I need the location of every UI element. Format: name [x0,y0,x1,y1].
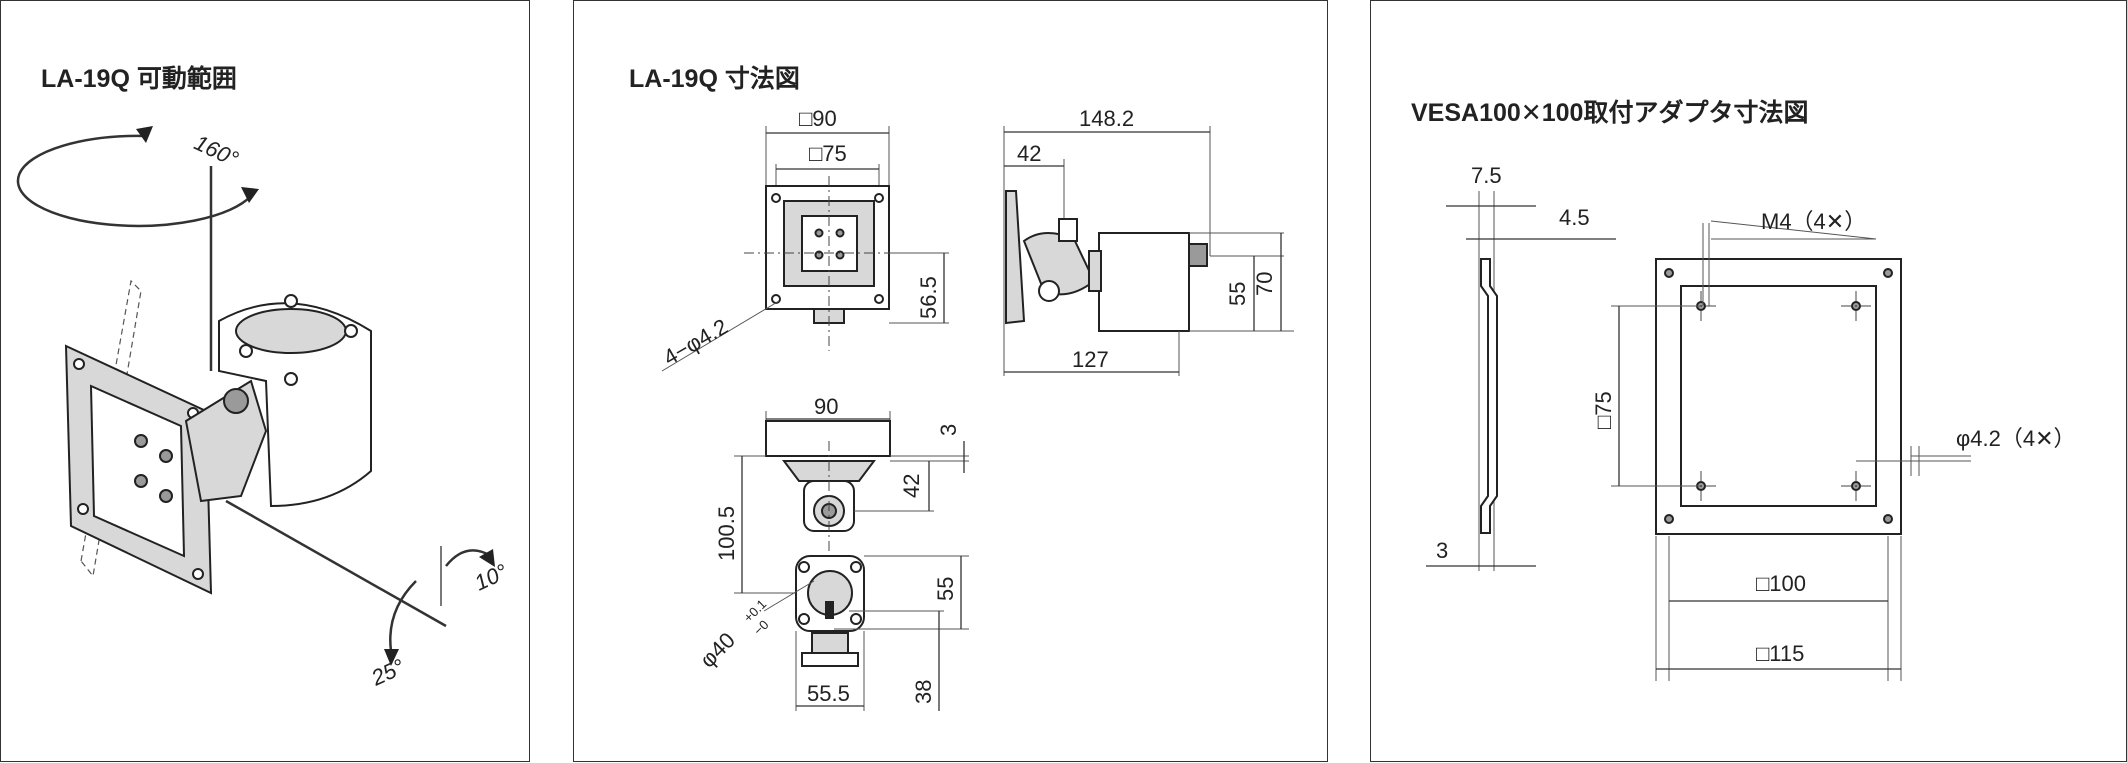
bottom-tol-upper-label: +0.1 [741,596,770,625]
adapter-side-view: 7.5 4.5 3 [1426,163,1616,571]
front-plate-inner-label: □75 [809,141,847,166]
tilt-ghost-plate [80,279,142,578]
bottom-55-label: 55 [933,577,958,601]
rotation-arrowhead-left [136,126,153,143]
side-h1-label: 55 [1225,282,1250,306]
tilt-up-angle-label: 10° [471,559,512,596]
side-arm [1022,232,1096,296]
vesa-adapter-panel: VESA100✕100取付アダプタ寸法図 7.5 4.5 3 M4（4✕） [1370,0,2127,762]
bottom-100-5-label: 100.5 [714,506,739,561]
side-plate [1005,190,1026,325]
side-knob [1058,218,1078,242]
adapter-side-profile [1480,258,1498,534]
bottom-top-label: 3 [936,424,961,436]
movement-panel-title: LA-19Q 可動範囲 [41,65,237,93]
vesa-screw-label: M4（4✕） [1761,209,1866,234]
rotation-arc [16,134,252,228]
plate-screw-4 [159,489,173,503]
bottom-view: 90 3 42 100.5 [695,394,969,711]
side-total-label: 148.2 [1079,106,1134,131]
dimension-drawings: □90 □75 56.5 4−φ4.2 [659,106,1294,711]
bottom-55-5-label: 55.5 [807,681,850,706]
plate-hole-3 [77,503,89,515]
body-bolt-1 [284,294,298,308]
vesa-outer-label: □115 [1756,641,1804,666]
plate-screw-1 [134,434,148,448]
tilt-down-arrowhead [384,649,399,666]
side-view: 148.2 42 55 70 127 [1003,106,1294,376]
dimensions-panel-title: LA-19Q 寸法図 [629,65,800,93]
vesa-panel-title: VESA100✕100取付アダプタ寸法図 [1411,99,1809,127]
movement-range-panel: LA-19Q 可動範囲 160° [0,0,530,762]
plate-screw-3 [159,449,173,463]
tilt-up-arrowhead [479,549,495,567]
vesa-7-5-label: 7.5 [1471,163,1502,188]
tilt-down-arc [389,580,417,652]
joint-knob [223,388,249,414]
side-head-label: 42 [1017,141,1041,166]
bottom-42-label: 42 [899,474,924,498]
side-screw [1188,243,1208,267]
front-plate-outer-label: □90 [799,106,837,131]
front-56-5-label: 56.5 [916,276,941,319]
rotation-arrowhead-right [241,187,259,203]
side-body-label: 127 [1072,347,1109,372]
hole-leader-line [661,300,780,372]
vesa-drawing: 7.5 4.5 3 M4（4✕） [1426,163,2076,681]
vesa-pitch-label: □100 [1756,571,1806,596]
movement-diagram: 160° 10° 25° [16,126,512,691]
tilt-down-angle-label: 25° [367,654,409,691]
dimensions-panel: LA-19Q 寸法図 □90 □75 [573,0,1328,762]
bottom-diam-label: φ40 [695,627,740,672]
adapter-front-view: M4（4✕） □75 [1591,209,2076,681]
body-bolt-4 [284,372,298,386]
vesa-4-5-label: 4.5 [1559,205,1590,230]
vesa-inner-label: □75 [1591,391,1616,429]
plate-screw-2 [134,474,148,488]
rotation-angle-label: 160° [190,130,242,172]
arm-joint [184,379,268,503]
front-view: □90 □75 56.5 4−φ4.2 [659,106,949,372]
mount-body-block [218,302,372,508]
bottom-width-label: 90 [814,394,838,419]
plate-hole-4 [192,568,204,580]
bottom-38-label: 38 [911,680,936,704]
side-body [1098,232,1190,332]
vesa-3-label: 3 [1436,538,1448,563]
mount-body-top [235,308,347,354]
side-joint [1038,280,1060,302]
vesa-hole-label: φ4.2（4✕） [1956,426,2076,451]
side-h2-label: 70 [1252,272,1277,296]
plate-hole-1 [73,358,85,370]
body-bolt-3 [239,344,253,358]
front-hole-spec-label: 4−φ4.2 [659,314,732,371]
vesa-plate-window [89,384,186,558]
body-bolt-2 [344,324,358,338]
adapter-inner-window [1680,285,1877,507]
tilt-axis [225,499,447,628]
bottom-plate [765,420,891,457]
